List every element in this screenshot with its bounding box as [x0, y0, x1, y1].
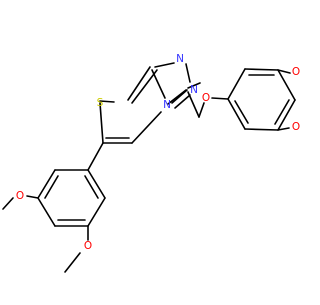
bond [37, 169, 56, 199]
bond [227, 68, 246, 100]
bond [87, 142, 104, 171]
atom-label-n1: N [163, 99, 171, 111]
atom-label-n3: N [190, 84, 198, 96]
bond [211, 97, 229, 100]
structure-svg: S N N N O O O O O [0, 0, 301, 300]
atom-label-o2: O [292, 66, 300, 78]
bond [44, 175, 59, 199]
atom-label-layer: S N N N O O O O O [16, 53, 300, 252]
bond [227, 98, 246, 130]
bond [277, 99, 296, 131]
bond [99, 102, 104, 144]
bond [151, 69, 166, 99]
atom-label-o3: O [292, 121, 300, 133]
bond [244, 68, 279, 71]
bond [187, 91, 200, 118]
bond [234, 100, 249, 124]
bond [99, 100, 115, 103]
atom-label-o4: O [16, 190, 24, 202]
bond [187, 82, 201, 89]
bond [84, 175, 99, 199]
atom-label-o5: O [84, 240, 92, 252]
molecule-diagram: S N N N O O O O O [0, 0, 301, 300]
bond [154, 62, 175, 68]
bond [37, 197, 56, 227]
bond [277, 69, 296, 101]
bond [131, 111, 162, 144]
bond [174, 94, 191, 109]
bond-layer [2, 62, 296, 273]
bond [244, 128, 279, 131]
bond [167, 89, 187, 105]
bond [64, 252, 81, 273]
bond [185, 63, 191, 83]
bond [87, 169, 106, 199]
bond [277, 127, 290, 131]
atom-label-s1: S [97, 97, 104, 109]
atom-label-n2: N [176, 53, 184, 65]
bond [198, 102, 205, 118]
canvas-background [0, 0, 300, 300]
atom-label-o1: O [202, 92, 210, 104]
bond [26, 195, 39, 199]
bond [131, 69, 158, 104]
bond [87, 197, 106, 227]
bond [274, 99, 290, 125]
bond [277, 69, 291, 74]
bond [127, 66, 151, 101]
bond [2, 197, 14, 210]
